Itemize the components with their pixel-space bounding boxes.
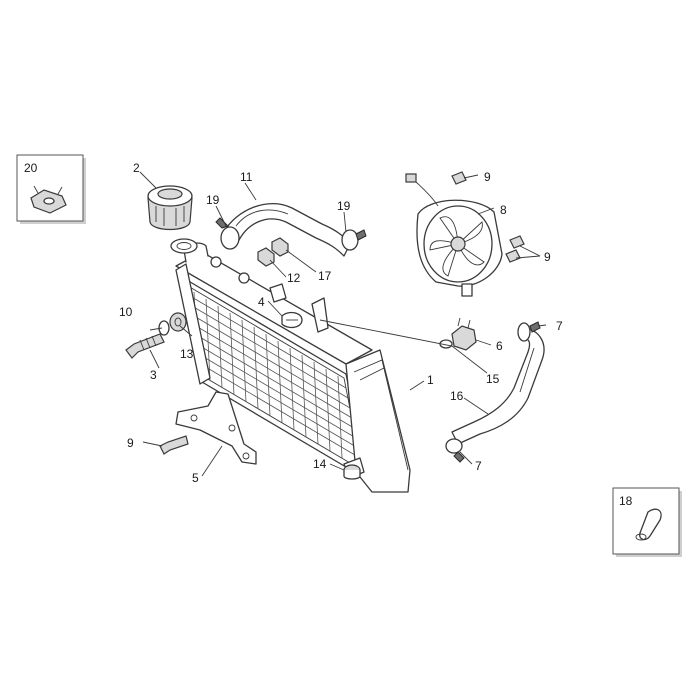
clip-nut-icon [30,185,67,214]
callout-14: 14 [313,457,327,471]
screw-9-right-a [509,235,525,249]
hose-clamp-19-right [341,229,367,251]
callout-12: 12 [287,271,301,285]
leader-lines [139,171,547,477]
inset-18: 18 [612,487,682,557]
bolt-3 [125,333,165,359]
callout-1: 1 [427,373,434,387]
cap-seal [170,238,198,254]
nut-12 [257,247,275,267]
callout-15: 15 [486,372,500,386]
radiator-1 [175,242,411,493]
callout-4: 4 [258,295,265,309]
callout-18: 18 [619,494,633,508]
callout-10: 10 [119,305,133,319]
callout-labels: 2 11 19 19 9 8 9 12 17 4 10 13 3 7 6 15 … [119,161,563,485]
screw-9-right-b [505,249,521,263]
spacer-10 [169,312,187,332]
callout-7-lower: 7 [475,459,482,473]
radiator-cap-2 [147,185,193,231]
callout-8: 8 [500,203,507,217]
callout-11: 11 [240,170,253,184]
callout-9-bracket: 9 [127,436,134,450]
callout-7-upper: 7 [556,319,563,333]
nut-17 [271,237,289,257]
callout-13: 13 [180,347,194,361]
callout-2: 2 [133,161,140,175]
callout-3: 3 [150,368,157,382]
grommet-14 [343,464,361,480]
hose-clamp-19-left [215,217,240,250]
strap-icon [635,508,662,541]
hose-clamp-7-upper [517,321,541,342]
clip-4 [281,311,303,329]
callout-19-left: 19 [206,193,220,207]
thermal-switch-6 [451,317,477,351]
cooling-fan-8 [405,173,503,297]
bracket-5 [175,391,257,465]
screw-9-top [451,171,467,185]
callout-9-right: 9 [544,250,551,264]
callout-17: 17 [318,269,332,283]
washer-13 [158,320,170,336]
callout-9-top: 9 [484,170,491,184]
callout-19-right: 19 [337,199,351,213]
callout-6: 6 [496,339,503,353]
lower-hose-16 [451,327,545,445]
callout-16: 16 [450,389,464,403]
callout-5: 5 [192,471,199,485]
inset-20: 20 [16,154,86,224]
bolt-9-bracket [159,435,189,455]
callout-20: 20 [24,161,38,175]
hose-clamp-7-lower [445,438,465,463]
